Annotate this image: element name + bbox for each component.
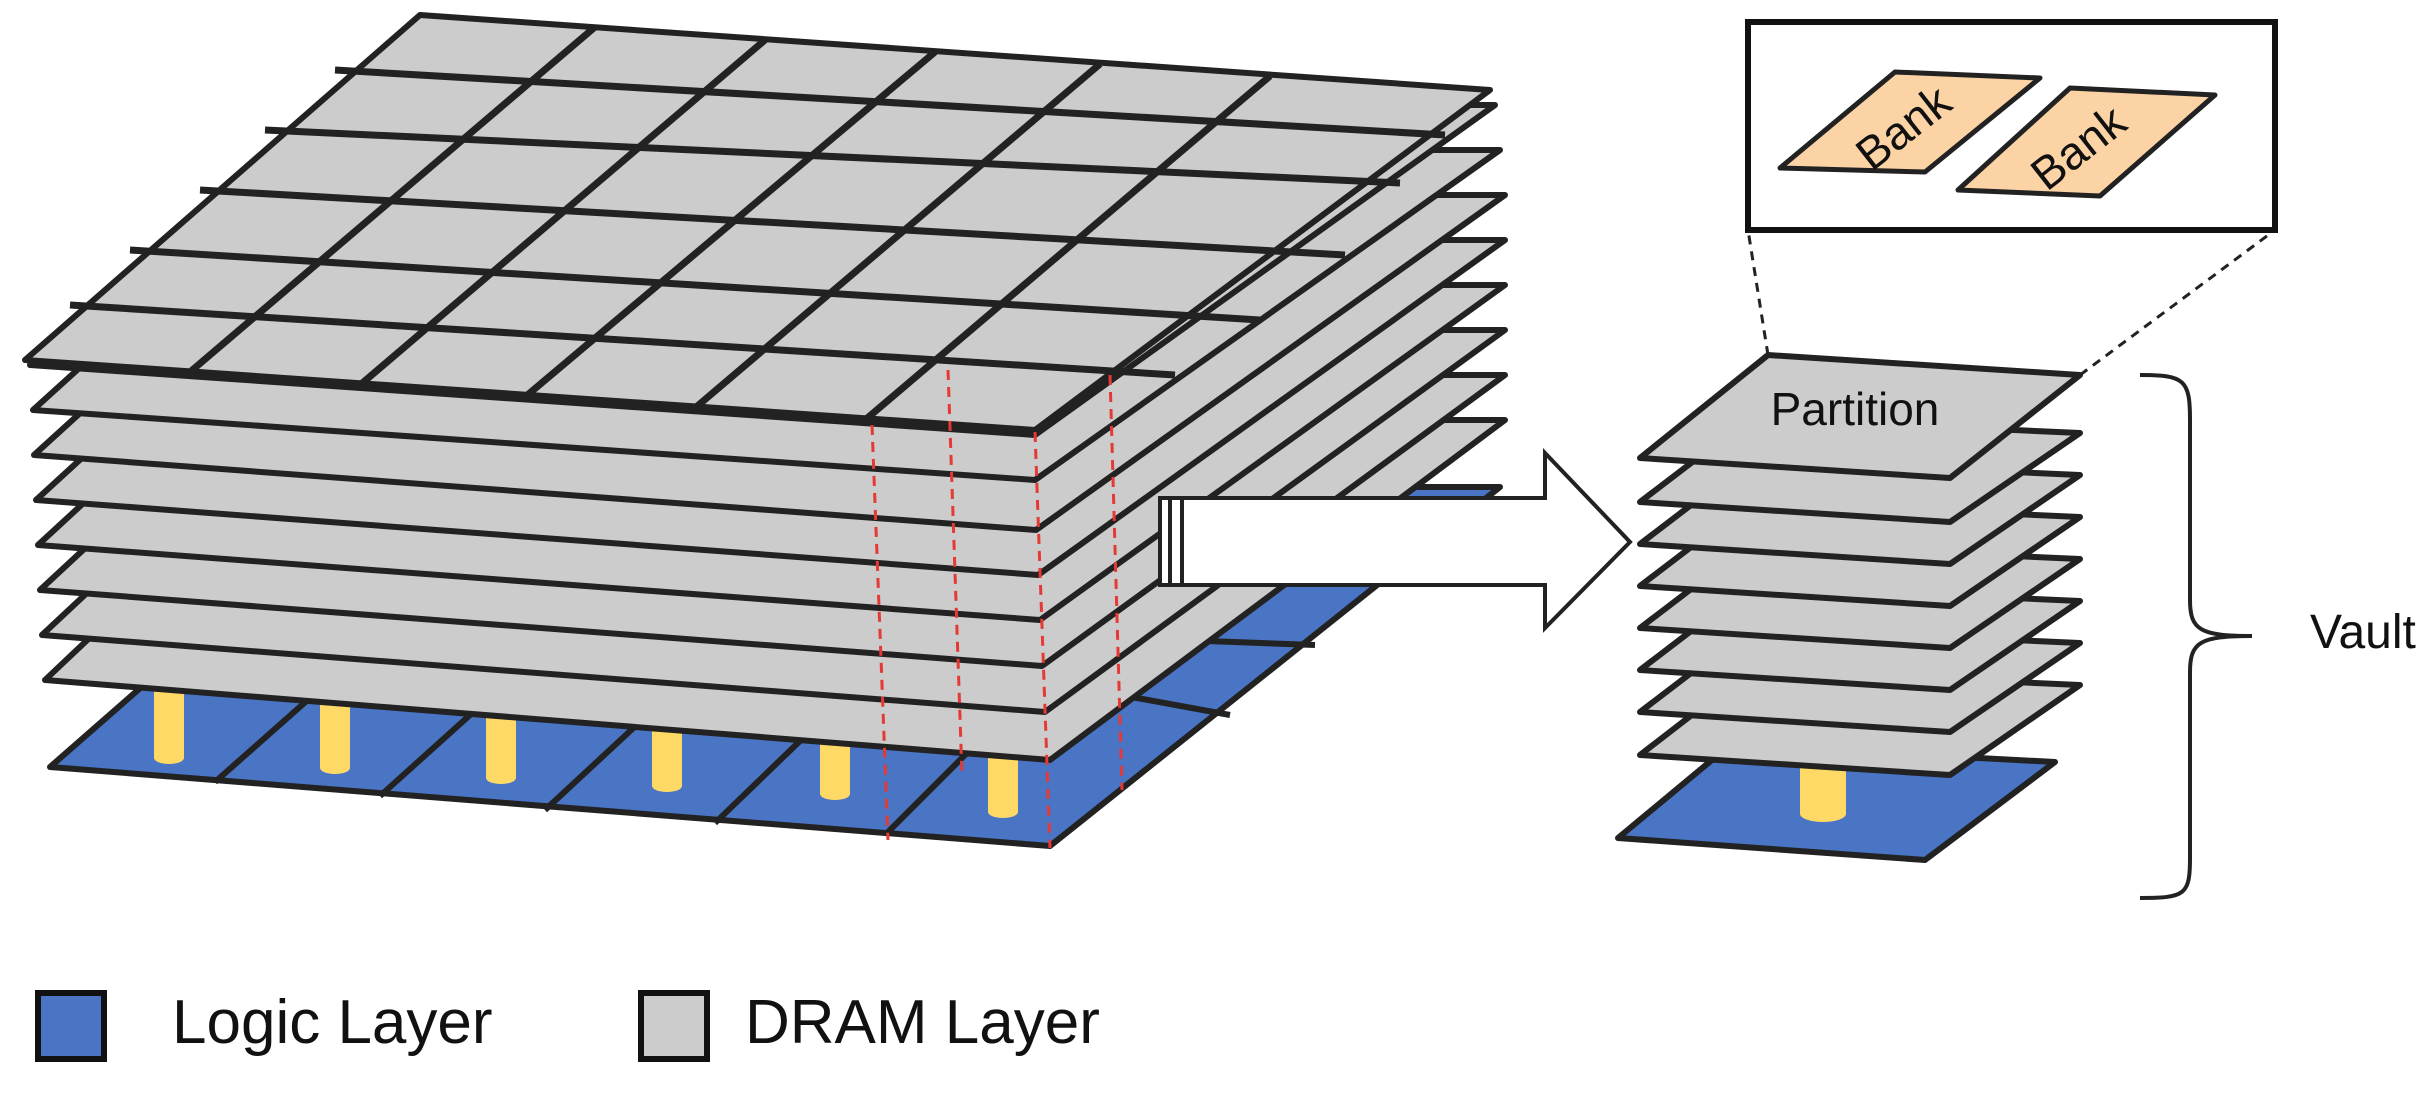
tsv-1 (154, 690, 184, 764)
tsv-columns (154, 690, 1018, 818)
vault-brace (2139, 373, 2253, 900)
vault-label: Vault (2310, 606, 2416, 659)
legend-item-logic: Logic Layer (35, 988, 493, 1062)
zoom-arrow (1158, 448, 1633, 633)
vault-column-highlight (870, 369, 1124, 849)
dram-stack (22, 12, 1508, 849)
legend-swatch-logic (35, 990, 107, 1062)
partition-label: Partition (1771, 383, 1940, 435)
vault-grid (69, 24, 1446, 423)
tsv-4 (652, 728, 682, 792)
legend-item-dram: DRAM Layer (638, 988, 1100, 1062)
vault-partitions (1637, 352, 2083, 778)
bank-detail-box: Bank Bank (1745, 19, 2278, 233)
tsv-2 (320, 705, 350, 774)
bank-1 (1777, 69, 2043, 175)
bank-2 (1955, 85, 2218, 199)
vault-detail: Partition Vault Bank Bank (1615, 19, 2416, 900)
legend: Logic Layer DRAM Layer (35, 988, 1100, 1062)
tsv-3 (486, 718, 516, 784)
tsv-5 (820, 738, 850, 800)
tsv-6 (988, 750, 1018, 818)
legend-swatch-dram (638, 990, 710, 1062)
zoom-lines (1746, 228, 2276, 377)
legend-label-logic: Logic Layer (172, 988, 493, 1057)
legend-label-dram: DRAM Layer (745, 988, 1100, 1057)
